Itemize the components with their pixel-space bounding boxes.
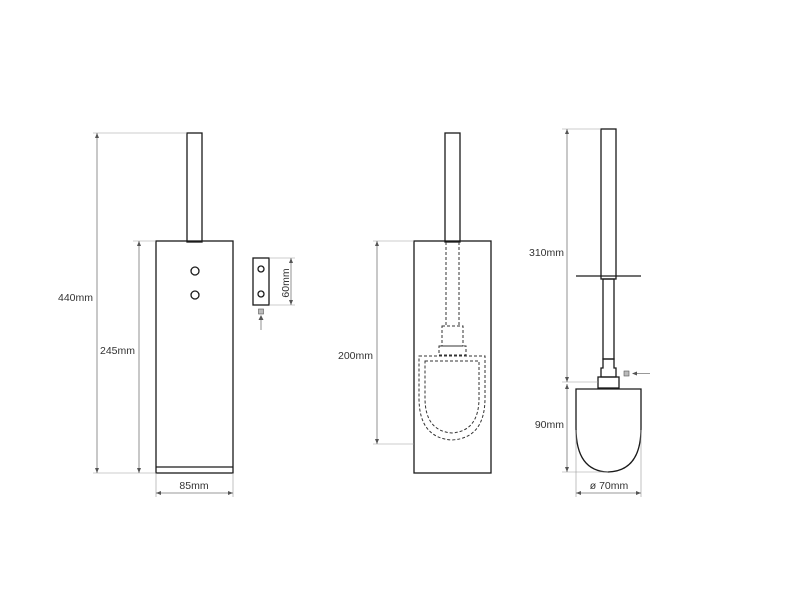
brush-screw-icon bbox=[623, 370, 630, 377]
section-handle bbox=[444, 132, 461, 243]
bracket-hole-bottom bbox=[257, 290, 265, 298]
front-screw-hole-top bbox=[190, 266, 200, 276]
bracket-plate bbox=[252, 257, 270, 306]
screw-icon bbox=[258, 308, 264, 315]
inner-height-label: 200mm bbox=[338, 350, 373, 362]
head-height-label: 90mm bbox=[535, 419, 564, 431]
section-view: 200mm bbox=[338, 132, 492, 474]
brush-head bbox=[575, 388, 642, 473]
holder-height-label: 245mm bbox=[100, 345, 135, 357]
brush-connector bbox=[600, 358, 617, 378]
front-handle bbox=[186, 132, 203, 243]
front-holder-body bbox=[155, 240, 234, 474]
hidden-brush-head bbox=[418, 355, 486, 441]
head-diameter-label: ø 70mm bbox=[590, 480, 629, 492]
wall-bracket: 60mm bbox=[252, 257, 295, 330]
hidden-brush-connector bbox=[441, 325, 464, 347]
holder-width-dimension: 85mm bbox=[155, 473, 234, 497]
holder-width-label: 85mm bbox=[179, 480, 208, 492]
bracket-hole-top bbox=[257, 265, 265, 273]
section-holder-body bbox=[413, 240, 492, 474]
bracket-height-label: 60mm bbox=[280, 268, 292, 297]
front-view bbox=[155, 132, 234, 474]
brush-stem bbox=[602, 278, 615, 360]
front-screw-hole-bottom bbox=[190, 290, 200, 300]
brush-height-label: 310mm bbox=[529, 247, 564, 259]
brush-handle bbox=[600, 128, 617, 280]
brush-collar bbox=[597, 376, 620, 389]
holder-height-dimension: 245mm bbox=[100, 240, 156, 473]
total-height-label: 440mm bbox=[58, 292, 93, 304]
total-height-dimension: 440mm bbox=[58, 132, 187, 474]
brush-view: 310mm 90mm ø 70mm bbox=[529, 128, 650, 497]
